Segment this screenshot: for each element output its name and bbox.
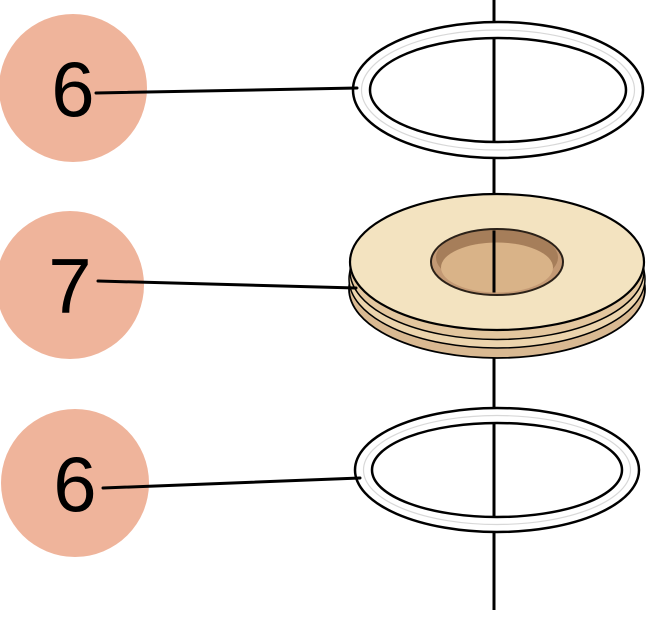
balloon-bottom: 6 [1, 409, 362, 557]
part-o-ring-bottom [353, 406, 641, 534]
washer-bore-floor [441, 242, 553, 293]
balloon-middle-leader-line [96, 279, 358, 290]
o-ring-top-torus [351, 20, 645, 160]
balloon-bottom-label: 6 [53, 440, 96, 528]
explode-axis-line-through-bore [492, 230, 496, 293]
balloon-top-label: 6 [51, 45, 94, 133]
balloon-top-leader-line [94, 86, 359, 95]
balloon-top-circle [0, 14, 147, 162]
o-ring-top-highlight [360, 29, 636, 151]
balloon-bottom-circle [1, 409, 149, 557]
balloon-middle-circle [0, 211, 144, 359]
o-ring-bottom-highlight [362, 414, 632, 526]
balloon-bottom-leader-line [101, 476, 362, 490]
balloon-middle: 7 [0, 211, 358, 359]
part-o-ring-top [351, 20, 645, 160]
o-ring-bottom-torus [353, 406, 641, 534]
part-seal-washer [348, 192, 646, 359]
washer-bore-outline [430, 228, 564, 296]
balloon-middle-label: 7 [48, 242, 91, 330]
balloon-top: 6 [0, 14, 359, 162]
